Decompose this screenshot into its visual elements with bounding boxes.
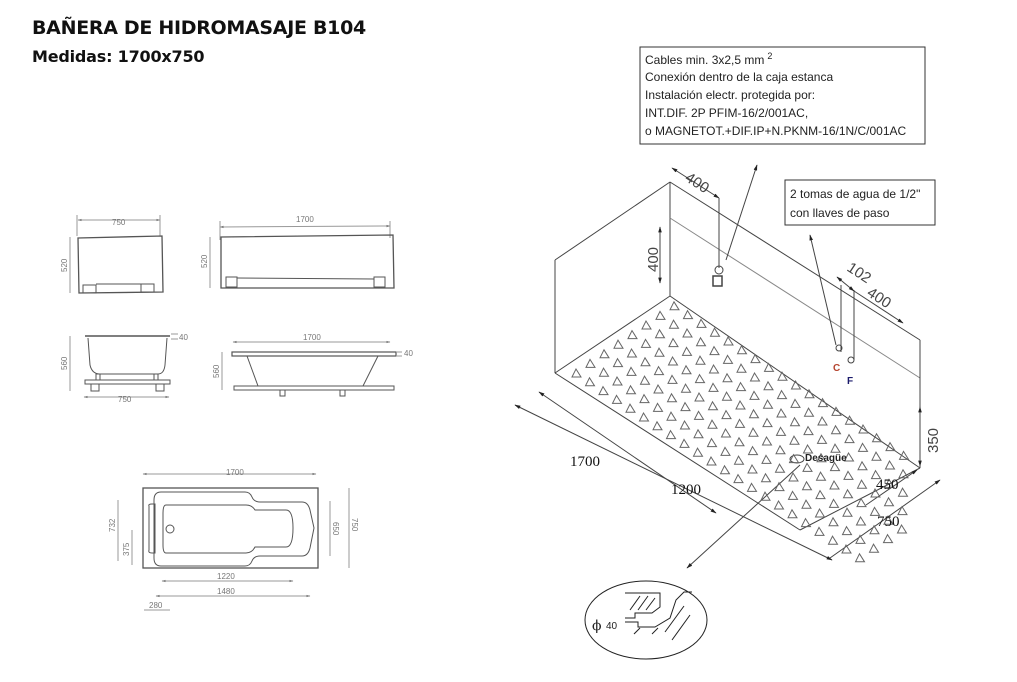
drain-diameter: 40 [606,621,618,632]
drain-detail [584,580,708,660]
page-title: BAÑERA DE HIDROMASAJE B104 [32,17,366,39]
dim-front-long-height: 520 [200,254,209,268]
electrical-note-line1: Cables min. 3x2,5 mm [645,53,764,67]
drain-label: Desagüe [805,453,847,464]
dim-iso-tap-height: 350 [925,428,942,453]
dim-plan-drain-x: 280 [149,601,163,610]
svg-text:Cables min. 3x2,5 mm2: Cables min. 3x2,5 mm2 [645,51,772,67]
dim-section-short-width: 750 [118,395,132,404]
dim-section-short-rim: 40 [179,333,188,342]
dim-iso-drain-x: 1200 [671,482,701,498]
dim-iso-length: 1700 [570,454,600,470]
dim-iso-width: 750 [877,514,900,530]
dim-iso-tap-spacing: 102 [844,259,874,287]
dim-plan-outer-basin-length: 1480 [217,587,235,596]
front-view-short [69,215,164,294]
dim-section-long-width: 1700 [303,333,321,342]
hot-water-label: C [833,363,840,374]
electrical-note-line4: INT.DIF. 2P PFIM-16/2/001AC, [645,106,808,120]
electrical-note-line2: Conexión dentro de la caja estanca [645,70,833,84]
water-note-line2: con llaves de paso [790,206,890,220]
dim-front-short-height: 520 [60,258,69,272]
dim-section-short-height: 560 [60,356,69,370]
cold-water-label: F [847,376,853,387]
electrical-note-line3: Instalación electr. protegida por: [645,88,815,102]
dim-plan-inner-width: 732 [108,518,117,532]
isometric-installation [514,164,941,569]
dim-front-long-width: 1700 [296,215,314,224]
section-view-long [221,340,402,397]
dim-plan-basin-width: 650 [331,522,340,536]
water-note-line1: 2 tomas de agua de 1/2" [790,187,920,201]
diameter-symbol: ϕ [592,618,602,634]
dim-section-long-height: 560 [212,364,221,378]
dim-iso-socket-height: 400 [645,247,662,272]
dim-section-long-rim: 40 [404,349,413,358]
plan-view [117,472,350,611]
dim-front-short-width: 750 [112,218,126,227]
floor-tile-pattern [571,300,910,563]
water-note: 2 tomas de agua de 1/2" con llaves de pa… [784,179,936,226]
dim-plan-basin-length: 1220 [217,572,235,581]
dim-plan-drain-y: 375 [122,542,131,556]
dim-iso-drain-y: 450 [876,477,899,493]
front-view-long [209,221,395,289]
dim-plan-length: 1700 [226,468,244,477]
section-view-short [69,333,178,399]
electrical-note-line5: o MAGNETOT.+DIF.IP+N.PKNM-16/1N/C/001AC [645,124,907,138]
page-subtitle: Medidas: 1700x750 [32,47,205,66]
dim-plan-width: 750 [350,518,359,532]
